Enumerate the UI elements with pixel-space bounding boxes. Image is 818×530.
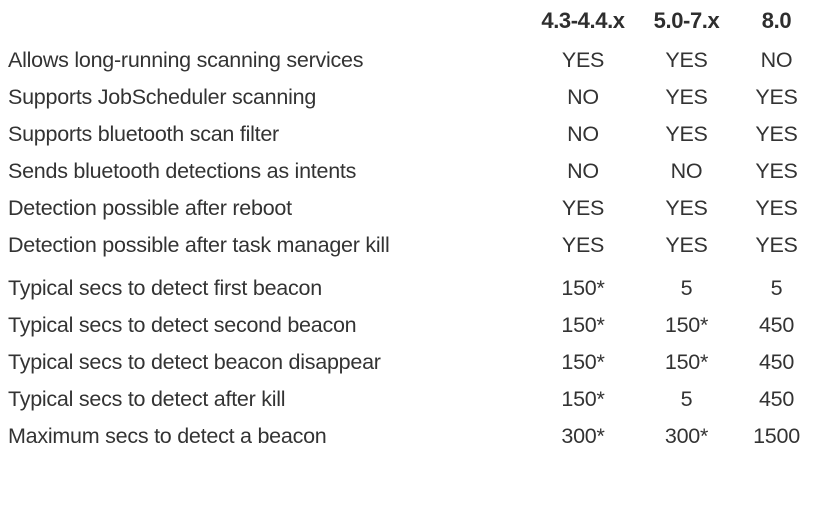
row-label: Detection possible after task manager ki… xyxy=(8,233,390,257)
cell-value: YES xyxy=(561,233,605,257)
cell-value: YES xyxy=(665,48,708,72)
cell-value: 5 xyxy=(680,276,693,300)
cell-value: YES xyxy=(665,233,708,257)
cell-value: YES xyxy=(755,85,798,109)
table-row: Typical secs to detect second beacon 150… xyxy=(0,307,818,344)
android-version-comparison-table: 4.3-4.4.x 5.0-7.x 8.0 Allows long-runnin… xyxy=(0,0,818,455)
table-header: 4.3-4.4.x 5.0-7.x 8.0 xyxy=(0,0,818,42)
cell-value: NO xyxy=(567,159,599,183)
row-label: Allows long-running scanning services xyxy=(8,48,364,72)
cell-value: NO xyxy=(760,48,793,72)
column-header-8-0: 8.0 xyxy=(761,8,792,33)
row-label: Typical secs to detect first beacon xyxy=(8,276,322,300)
cell-value: 150* xyxy=(664,313,709,337)
table-row: Detection possible after reboot YES YES … xyxy=(0,190,818,227)
cell-value: 450 xyxy=(758,387,795,411)
cell-value: YES xyxy=(755,159,798,183)
table-row: Detection possible after task manager ki… xyxy=(0,227,818,264)
table-row: Supports JobScheduler scanning NO YES YE… xyxy=(0,79,818,116)
cell-value: 5 xyxy=(680,387,693,411)
table-row: Sends bluetooth detections as intents NO… xyxy=(0,153,818,190)
row-label: Typical secs to detect second beacon xyxy=(8,313,357,337)
cell-value: NO xyxy=(567,85,599,109)
cell-value: NO xyxy=(670,159,703,183)
cell-value: YES xyxy=(755,196,798,220)
table-row: Typical secs to detect first beacon 150*… xyxy=(0,264,818,307)
cell-value: YES xyxy=(755,233,798,257)
cell-value: YES xyxy=(755,122,798,146)
row-label: Supports JobScheduler scanning xyxy=(8,85,317,109)
cell-value: 150* xyxy=(561,313,605,337)
cell-value: 150* xyxy=(664,350,709,374)
cell-value: 1500 xyxy=(753,424,800,448)
cell-value: 5 xyxy=(770,276,783,300)
table-row: Typical secs to detect after kill 150* 5… xyxy=(0,381,818,418)
cell-value: NO xyxy=(567,122,599,146)
table-row: Maximum secs to detect a beacon 300* 300… xyxy=(0,418,818,455)
row-label: Supports bluetooth scan filter xyxy=(8,122,279,146)
cell-value: 450 xyxy=(758,313,795,337)
cell-value: 150* xyxy=(561,387,605,411)
row-label: Detection possible after reboot xyxy=(8,196,292,220)
table-row: Allows long-running scanning services YE… xyxy=(0,42,818,79)
cell-value: 450 xyxy=(758,350,795,374)
row-label: Maximum secs to detect a beacon xyxy=(8,424,327,448)
cell-value: 150* xyxy=(561,276,605,300)
table-body: Allows long-running scanning services YE… xyxy=(0,42,818,455)
cell-value: YES xyxy=(561,196,605,220)
cell-value: 300* xyxy=(664,424,709,448)
cell-value: 150* xyxy=(561,350,605,374)
cell-value: YES xyxy=(665,122,708,146)
column-header-4-3-4-4-x: 4.3-4.4.x xyxy=(541,8,625,33)
table-row: Supports bluetooth scan filter NO YES YE… xyxy=(0,116,818,153)
cell-value: YES xyxy=(561,48,605,72)
row-label: Typical secs to detect after kill xyxy=(8,387,286,411)
table-row: Typical secs to detect beacon disappear … xyxy=(0,344,818,381)
cell-value: YES xyxy=(665,196,708,220)
column-header-5-0-7-x: 5.0-7.x xyxy=(653,8,720,33)
header-row: 4.3-4.4.x 5.0-7.x 8.0 xyxy=(0,0,818,42)
column-header-feature xyxy=(0,0,528,42)
cell-value: 300* xyxy=(561,424,605,448)
row-label: Typical secs to detect beacon disappear xyxy=(8,350,381,374)
row-label: Sends bluetooth detections as intents xyxy=(8,159,357,183)
cell-value: YES xyxy=(665,85,708,109)
